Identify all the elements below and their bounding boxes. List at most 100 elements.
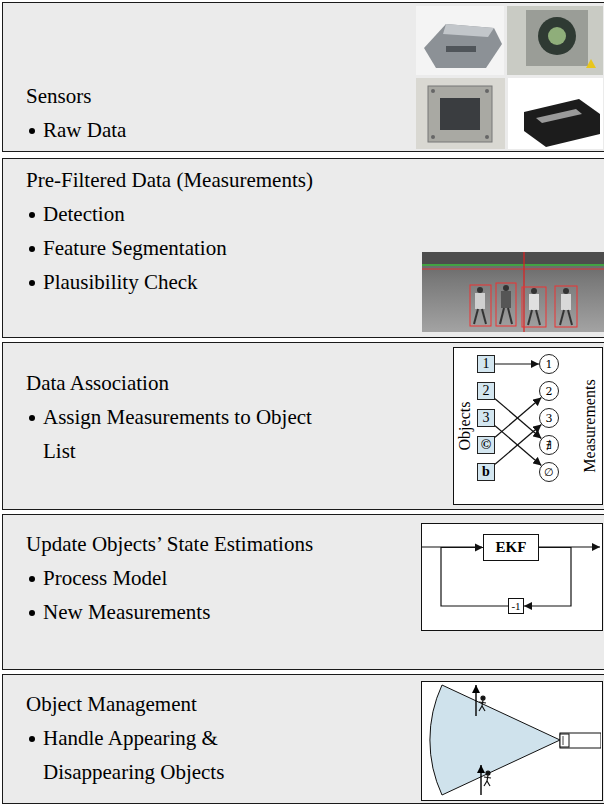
bullet-item: Process Model [26, 561, 421, 595]
bullet-text: Detection [43, 202, 125, 226]
motion-arrow [475, 685, 476, 716]
band-text: Pre-Filtered Data (Measurements) Detectio… [26, 163, 421, 299]
photo-ground [416, 78, 505, 149]
measurement-circle: 1 [539, 354, 559, 374]
bullet-text: Feature Segmentation [43, 236, 227, 260]
bullet-item: Handle Appearing & Disappearing Objects [26, 721, 288, 789]
output-arrow [539, 546, 600, 547]
process-band: Object ManagementHandle Appearing & Disa… [2, 674, 604, 804]
bullet-item: Raw Data [26, 113, 406, 147]
bullet-dot [29, 610, 35, 616]
object-box: b [477, 463, 495, 481]
measurement-circle: ∅ [539, 462, 559, 482]
detection-photo [422, 252, 604, 332]
object-box: 3 [477, 409, 495, 427]
bullet-item: Detection [26, 197, 421, 231]
sensor-field-svg [422, 682, 601, 799]
photo-ground [422, 252, 604, 332]
node-text: -1 [511, 601, 520, 612]
band-text: Data AssociationAssign Measurements to O… [26, 366, 338, 468]
pedestrian-figure [479, 696, 486, 711]
photo-ground [508, 78, 603, 149]
band-heading: Update Objects’ State Estimations [26, 527, 421, 561]
radar-top [443, 24, 494, 37]
photo-sky [422, 252, 604, 266]
bullet-dot [29, 212, 35, 218]
bullet-item: New Measurements [26, 595, 421, 629]
node-text: 3 [546, 413, 553, 424]
object-box: 1 [477, 355, 495, 373]
radar-slot [446, 46, 476, 52]
truck-window [563, 736, 564, 745]
axis-label: Objects [457, 402, 473, 451]
bullet-text: Plausibility Check [43, 270, 198, 294]
association-arrow [495, 426, 541, 466]
process-band: Data AssociationAssign Measurements to O… [2, 342, 604, 510]
association-arrow [495, 398, 541, 438]
bullet-text: Assign Measurements to Object List [43, 405, 312, 463]
feedback-arrow [441, 548, 508, 607]
bullet-text: New Measurements [43, 600, 210, 624]
delay-box: -1 [508, 598, 524, 614]
node-text: ∅ [544, 467, 554, 478]
measurement-circle: ∄ [539, 435, 559, 455]
node-text: 3 [483, 411, 490, 425]
bullet-dot [29, 736, 35, 742]
screw [431, 135, 435, 139]
pedestrian [470, 285, 491, 326]
measurement-circle: 2 [539, 381, 559, 401]
object-box: 2 [477, 382, 495, 400]
filter-box: EKF [483, 534, 539, 561]
bullet-dot [29, 576, 35, 582]
marker-line [422, 269, 604, 270]
band-text: Object ManagementHandle Appearing & Disa… [26, 687, 288, 789]
bullet-dot [29, 128, 35, 134]
pedestrian [555, 286, 577, 327]
camera-lens-glass [548, 27, 566, 45]
node-text: 2 [546, 386, 553, 397]
camera-housing [526, 10, 588, 66]
sensor-window [440, 98, 480, 130]
camera-ground [507, 6, 603, 75]
bullet-text: Raw Data [43, 118, 126, 142]
sensor-photos [416, 6, 603, 149]
band-text: Update Objects’ State EstimationsProcess… [26, 527, 421, 629]
process-band: Pre-Filtered Data (Measurements) Detectio… [2, 158, 604, 338]
band-heading: Data Association [26, 366, 338, 400]
object-box: © [477, 436, 495, 454]
radar-body [424, 24, 502, 68]
sensor-plate [428, 86, 492, 142]
camera-lens [538, 17, 576, 55]
node-text: 2 [483, 384, 490, 398]
screw [431, 89, 435, 93]
truck-body [560, 733, 601, 748]
sensor-box-label [536, 109, 582, 123]
pedestrian-figure [484, 771, 491, 786]
measurement-circle: 3 [539, 408, 559, 428]
band-heading: Pre-Filtered Data (Measurements) [26, 163, 421, 197]
marker-line [523, 252, 524, 332]
sensor-box [524, 99, 600, 147]
input-line [422, 546, 482, 547]
bullet-item: Assign Measurements to Object List [26, 400, 338, 468]
node-text: ∄ [546, 440, 552, 451]
bullet-dot [29, 280, 35, 286]
sensor-field-frame [421, 681, 603, 801]
process-band: SensorsRaw Data [2, 2, 604, 152]
node-text: 1 [483, 357, 490, 371]
warning-label [586, 59, 596, 68]
pedestrian [496, 283, 516, 326]
truck-cab [560, 734, 569, 747]
association-arrow [495, 399, 541, 439]
node-text: © [481, 438, 491, 452]
bullet-item: Plausibility Check [26, 265, 421, 299]
association-frame [453, 347, 603, 505]
screw [485, 135, 489, 139]
association-arrow [495, 425, 541, 465]
pedestrian [522, 287, 546, 327]
process-band: Update Objects’ State EstimationsProcess… [2, 514, 604, 670]
photo-ground [416, 6, 504, 75]
node-text: 1 [546, 359, 553, 370]
motion-arrow [480, 765, 481, 795]
association-arrow [495, 363, 539, 364]
